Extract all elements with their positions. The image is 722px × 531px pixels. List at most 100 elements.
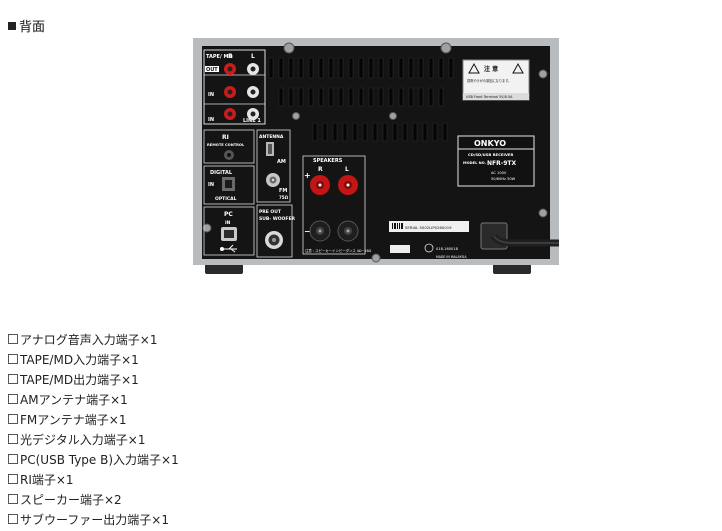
power-spec-2: 50/60Hz 50W <box>491 177 516 181</box>
model-subtitle: CD/SD/USB RECEIVER <box>468 152 513 157</box>
in2-label: IN <box>208 117 214 123</box>
checkbox-square-icon <box>8 374 18 384</box>
checkbox-square-icon <box>8 454 18 464</box>
heading-text: 背面 <box>19 20 46 35</box>
foot-left <box>205 263 243 274</box>
warning-triangle-icon <box>468 62 480 74</box>
tape-md-panel <box>203 49 266 125</box>
pc-label: PC <box>224 211 233 218</box>
feature-item: FMアンテナ端子×1 <box>8 410 179 430</box>
certification-mark-icon <box>424 243 434 253</box>
feature-item: TAPE/MD入力端子×1 <box>8 350 179 370</box>
feature-text: PC(USB Type B)入力端子×1 <box>20 453 179 467</box>
feature-item: アナログ音声入力端子×1 <box>8 330 179 350</box>
speaker-r-plus-terminal[interactable] <box>310 175 330 195</box>
speakers-panel <box>302 155 366 255</box>
electric-warning-icon <box>512 62 524 74</box>
screw-icon <box>202 223 212 233</box>
tape-out-r-jack[interactable] <box>224 63 236 75</box>
out-label: OUT <box>206 67 218 73</box>
screw-icon <box>389 112 397 120</box>
ri-jack[interactable] <box>224 150 234 160</box>
vent-slots <box>268 57 454 142</box>
feature-item: スピーカー端子×2 <box>8 490 179 510</box>
feature-item: サブウーファー出力端子×1 <box>8 510 179 530</box>
checkbox-square-icon <box>8 474 18 484</box>
feature-item: RI端子×1 <box>8 470 179 490</box>
speaker-l-minus-terminal[interactable] <box>337 220 359 242</box>
optical-jack[interactable] <box>222 177 235 191</box>
checkbox-square-icon <box>8 434 18 444</box>
speaker-r-minus-terminal[interactable] <box>309 220 331 242</box>
usb-terminal-label: USB Front Terminal 5V/0.5A <box>466 95 513 99</box>
speaker-l-plus-terminal[interactable] <box>338 175 358 195</box>
usb-icon <box>220 244 237 253</box>
screw-icon <box>538 69 548 79</box>
pc-in-label: IN <box>225 220 231 226</box>
screw-icon <box>371 253 381 263</box>
feature-text: FMアンテナ端子×1 <box>20 413 127 427</box>
minus-label: − <box>304 227 311 236</box>
line1-r-jack[interactable] <box>224 108 236 120</box>
antenna-label: ANTENNA <box>259 134 284 140</box>
feature-item: PC(USB Type B)入力端子×1 <box>8 450 179 470</box>
checkbox-square-icon <box>8 514 18 524</box>
feature-list: アナログ音声入力端子×1 TAPE/MD入力端子×1 TAPE/MD出力端子×1… <box>8 330 179 530</box>
checkbox-square-icon <box>8 334 18 344</box>
line1-l-jack[interactable] <box>247 108 259 120</box>
plus-label: + <box>304 171 311 180</box>
tape-in-l-jack[interactable] <box>247 86 259 98</box>
square-bullet-icon <box>8 22 16 30</box>
line1-label: LINE 1 <box>243 118 261 124</box>
speaker-note: 注意 : スピーカーインピーダンス 4Ω~16Ω <box>305 248 372 253</box>
r-label: R <box>228 53 233 60</box>
model-number: NFR-9TX <box>487 160 516 167</box>
pre-out-label: PRE OUT <box>259 209 282 215</box>
checkbox-square-icon <box>8 354 18 364</box>
serial-text: SERIAL 5002LIP0260019 <box>405 225 452 230</box>
tape-out-l-jack[interactable] <box>247 63 259 75</box>
speakers-l-label: L <box>345 166 349 173</box>
screw-icon <box>292 112 300 120</box>
screw-icon <box>283 42 295 54</box>
caution-title: 注 意 <box>484 65 498 73</box>
tape-md-label: TAPE/ MD <box>206 54 233 60</box>
feature-item: AMアンテナ端子×1 <box>8 390 179 410</box>
screw-icon <box>440 42 452 54</box>
made-in-label: MADE IN MALAYSIA <box>436 255 467 259</box>
feature-text: 光デジタル入力端子×1 <box>20 433 146 447</box>
feature-text: TAPE/MD入力端子×1 <box>20 353 139 367</box>
checkbox-square-icon <box>8 394 18 404</box>
digital-label: DIGITAL <box>210 170 233 176</box>
speakers-label: SPEAKERS <box>313 158 343 164</box>
feature-text: スピーカー端子×2 <box>20 493 122 507</box>
ri-symbol: RI <box>222 134 229 141</box>
am-terminal[interactable] <box>266 142 274 156</box>
subwoofer-jack[interactable] <box>265 231 283 249</box>
screw-icon <box>538 208 548 218</box>
remote-control-label: REMOTE CONTROL <box>207 143 245 147</box>
foot-right <box>493 263 531 274</box>
feature-item: TAPE/MD出力端子×1 <box>8 370 179 390</box>
fm-label: FM <box>279 188 287 194</box>
feature-text: アナログ音声入力端子×1 <box>20 333 158 347</box>
usb-b-port[interactable] <box>221 227 237 241</box>
tape-in-r-jack[interactable] <box>224 86 236 98</box>
model-label: MODEL NO. <box>463 161 486 165</box>
checkbox-square-icon <box>8 494 18 504</box>
pre-out-panel <box>256 204 293 258</box>
digital-panel <box>203 165 255 205</box>
feature-item: 光デジタル入力端子×1 <box>8 430 179 450</box>
pc-panel <box>203 206 255 256</box>
page-heading: 背面 <box>8 16 45 35</box>
serial-code: 018-160018 <box>436 247 459 251</box>
speakers-r-label: R <box>318 166 323 173</box>
fm-terminal[interactable] <box>266 173 280 187</box>
digital-in-label: IN <box>208 182 214 188</box>
antenna-panel <box>256 129 291 203</box>
power-spec-1: AC 100V <box>491 171 507 175</box>
feature-text: AMアンテナ端子×1 <box>20 393 128 407</box>
brand-logo: ONKYO <box>474 139 506 148</box>
am-label: AM <box>277 159 286 165</box>
ri-panel <box>203 129 255 164</box>
